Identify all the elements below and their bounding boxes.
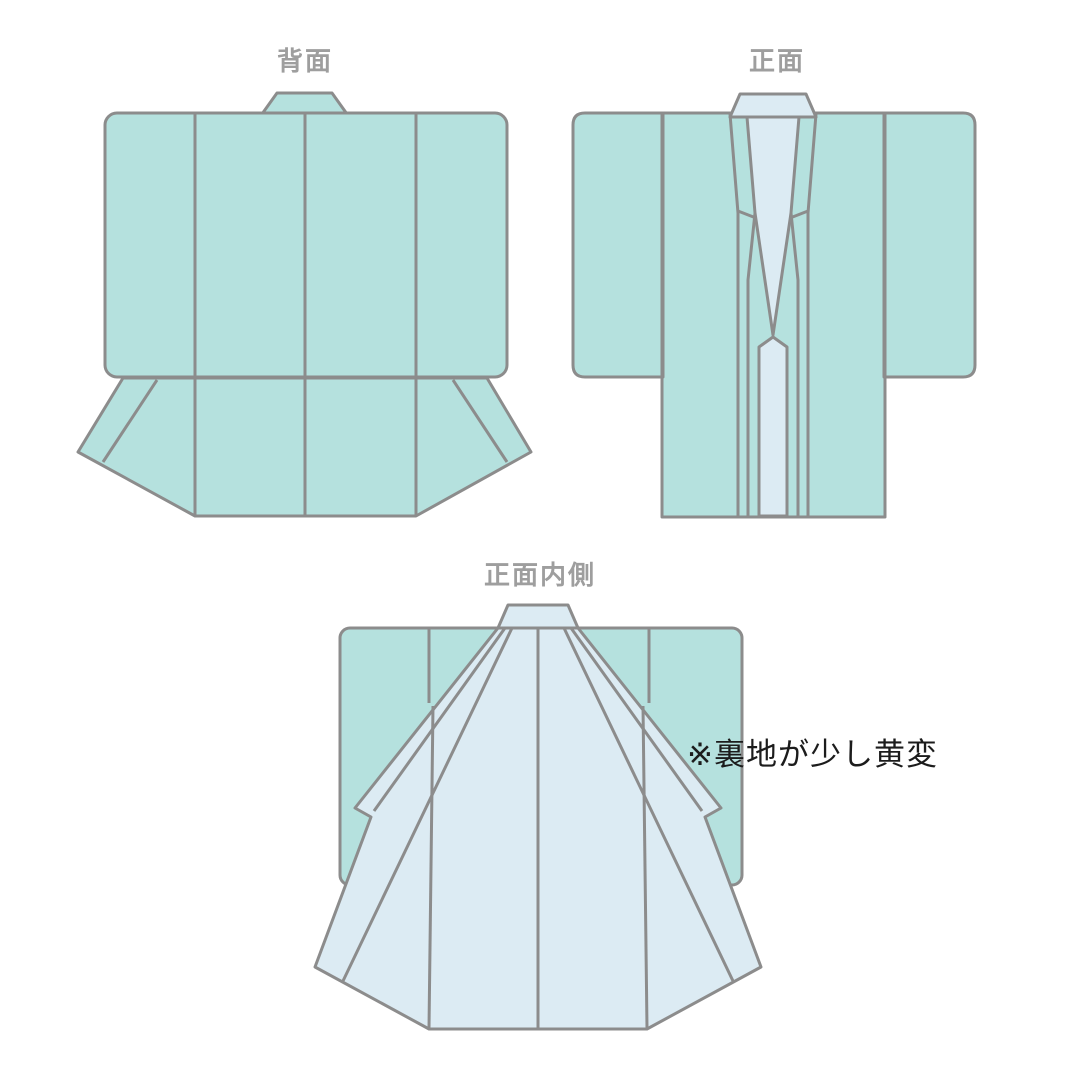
seam-line	[451, 379, 509, 463]
okumi-seam	[562, 627, 735, 982]
side-seam	[641, 705, 649, 1029]
lining-condition-annotation: ※裏地が少し黄変	[687, 737, 938, 772]
front-view-label: 正面	[748, 46, 805, 76]
collar-joint-line	[737, 209, 757, 220]
collar-edge-line	[746, 212, 757, 516]
seam-line	[101, 379, 159, 463]
collar-joint-line	[789, 209, 809, 220]
okumi-seam	[341, 627, 514, 982]
back-view	[76, 91, 533, 518]
collar-edge-line	[728, 113, 740, 516]
collar-band-line	[372, 627, 507, 812]
front-center-strip-lining	[757, 335, 789, 518]
front-inside-view	[313, 603, 763, 1031]
side-seam	[427, 705, 435, 1029]
collar-edge-line	[789, 212, 800, 516]
front-left-sleeve	[571, 111, 665, 379]
front-vneck-lining	[745, 115, 801, 337]
back-view-label: 背面	[276, 46, 333, 76]
collar-edge-line	[806, 113, 818, 516]
front-inside-view-label: 正面内側	[483, 560, 596, 590]
front-view	[571, 92, 977, 519]
front-right-sleeve	[882, 111, 977, 379]
back-collar	[260, 91, 349, 116]
front-back-collar-lining	[728, 92, 818, 119]
collar-band-line	[569, 627, 704, 812]
